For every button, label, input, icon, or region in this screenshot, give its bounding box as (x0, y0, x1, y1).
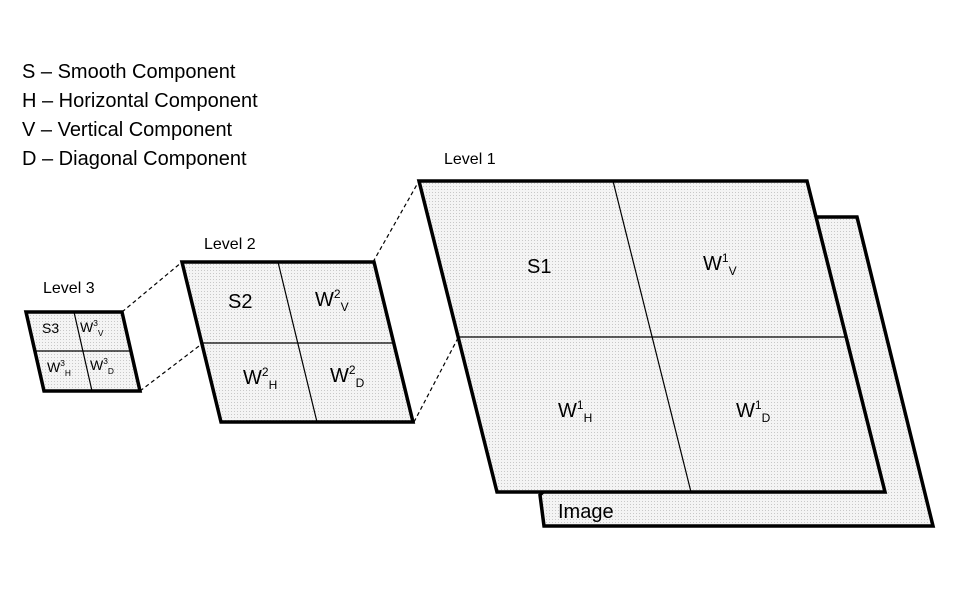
l3-vertical-label: W3V (80, 318, 104, 338)
connector-l2-l1-bottom (413, 337, 459, 423)
connector-l3-l2-top (121, 261, 183, 313)
l3-smooth-label: S3 (42, 320, 59, 336)
l2-diagonal-label: W2D (330, 363, 365, 390)
level3-panel: S3 W3V W3H W3D Level 3 (23, 280, 143, 393)
level2-label: Level 2 (204, 236, 256, 253)
level3-label: Level 3 (43, 280, 95, 297)
connector-l2-l1-top (372, 180, 420, 263)
l1-vertical-label: W1V (703, 251, 737, 278)
l3-diagonal-label: W3D (90, 356, 114, 376)
level1-label: Level 1 (444, 151, 496, 168)
level2-panel: S2 W2V W2H W2D Level 2 (179, 236, 416, 424)
image-label: Image (558, 501, 614, 523)
l1-diagonal-label: W1D (736, 398, 771, 425)
l2-smooth-label: S2 (228, 291, 252, 313)
legend-vertical: V – Vertical Component (22, 119, 233, 141)
legend-diagonal: D – Diagonal Component (22, 148, 247, 170)
connector-l3-l2-bottom (139, 342, 204, 392)
l1-smooth-label: S1 (527, 256, 551, 278)
connectors (121, 180, 459, 423)
l3-horizontal-label: W3H (47, 358, 71, 378)
l1-horizontal-label: W1H (558, 398, 592, 425)
l2-vertical-label: W2V (315, 287, 349, 314)
l2-horizontal-label: W2H (243, 365, 277, 392)
legend: S – Smooth Component H – Horizontal Comp… (22, 61, 258, 170)
level1-panel: S1 W1V W1H W1D Level 1 (416, 151, 888, 494)
legend-smooth: S – Smooth Component (22, 61, 236, 83)
legend-horizontal: H – Horizontal Component (22, 90, 258, 112)
